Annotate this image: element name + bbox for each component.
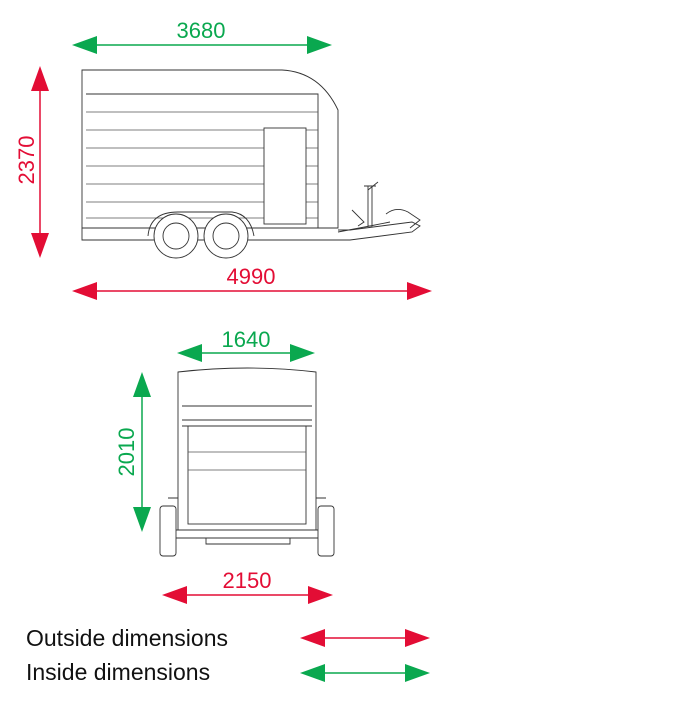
trailer-rear-view <box>159 367 335 557</box>
inside-height-value: 2010 <box>114 428 139 477</box>
rear-right-wheel <box>317 505 335 557</box>
dim-inside-height: 2010 <box>114 372 151 532</box>
legend-outside-label: Outside dimensions <box>26 625 228 651</box>
outside-width-value: 2150 <box>223 568 272 593</box>
side-door <box>263 127 307 225</box>
inside-length-value: 3680 <box>177 18 226 43</box>
dim-outside-length: 4990 <box>72 264 432 300</box>
rear-left-wheel <box>159 505 177 557</box>
legend-inside-arrow <box>300 664 430 682</box>
dim-inside-length: 3680 <box>72 18 332 54</box>
legend: Outside dimensions Inside dimensions <box>26 625 430 685</box>
legend-inside-label: Inside dimensions <box>26 659 210 685</box>
trailer-side-view <box>81 69 421 259</box>
legend-outside-arrow <box>300 629 430 647</box>
dim-outside-width: 2150 <box>162 568 333 604</box>
side-planks <box>86 111 318 219</box>
outside-length-value: 4990 <box>227 264 276 289</box>
outside-height-value: 2370 <box>14 136 39 185</box>
inside-width-value: 1640 <box>222 327 271 352</box>
side-wheels <box>147 211 255 259</box>
dim-outside-height: 2370 <box>14 66 49 258</box>
dim-inside-width: 1640 <box>177 327 315 362</box>
